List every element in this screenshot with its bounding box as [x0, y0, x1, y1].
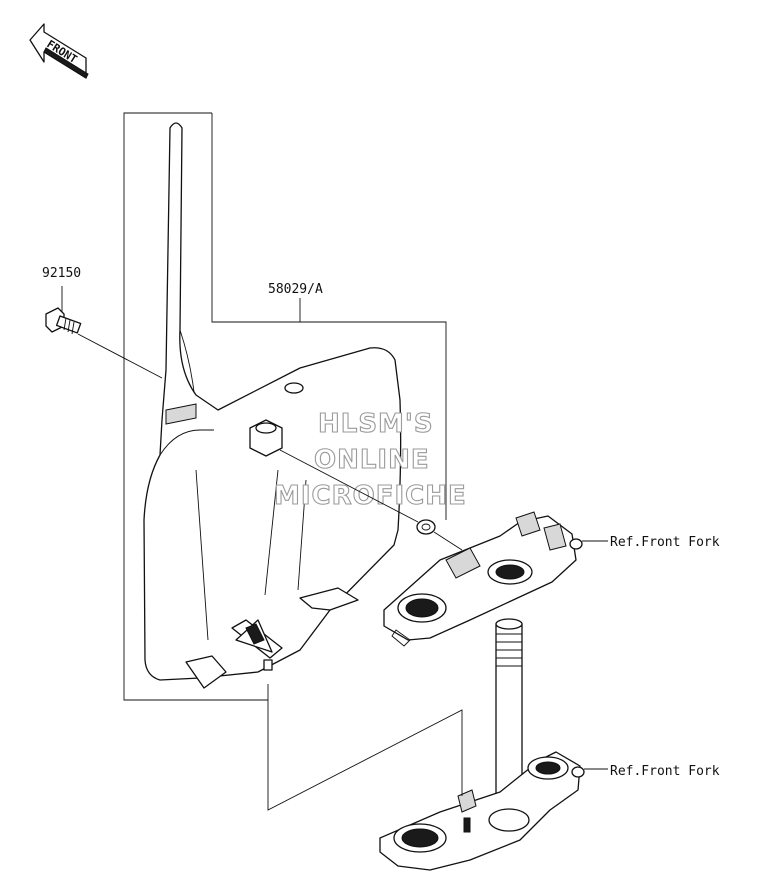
upper-triple-clamp: [383, 511, 583, 647]
bolt-pointer: [77, 333, 163, 379]
part-number-bolt: 92150: [42, 266, 81, 281]
watermark-line2: ONLINE: [314, 445, 430, 475]
watermark-line1: HLSM'S: [318, 409, 434, 439]
washer-pointer: [433, 531, 463, 551]
watermark-line3: MICROFICHE: [274, 481, 467, 511]
ref-front-fork-lower: Ref.Front Fork: [610, 764, 720, 779]
lower-bracket: [231, 619, 283, 659]
bracket-connection-outline: [267, 684, 463, 811]
front-arrow-icon: FRONT: [29, 23, 89, 79]
group-outline-right: [211, 113, 447, 520]
spacer-collar: [249, 419, 283, 457]
group-outline: [123, 112, 268, 701]
bolt: [45, 307, 82, 335]
collar-pointer: [279, 449, 419, 523]
number-plate: [143, 122, 402, 689]
lower-triple-clamp: [379, 751, 585, 871]
part-number-plate: 58029/A: [268, 282, 323, 297]
washer: [416, 519, 436, 535]
watermark: HLSM'S ONLINE MICROFICHE: [273, 408, 467, 511]
ref-front-fork-upper: Ref.Front Fork: [610, 535, 720, 550]
